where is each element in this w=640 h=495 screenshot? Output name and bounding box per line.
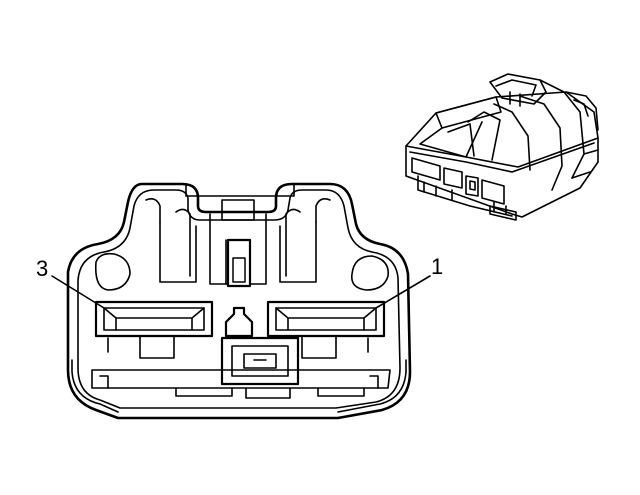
center-lock bbox=[224, 306, 254, 338]
callout-1-leader bbox=[375, 275, 431, 309]
connector-isometric-view bbox=[405, 73, 599, 221]
latch-tab bbox=[232, 257, 246, 283]
connector-face-view bbox=[66, 182, 412, 420]
callout-label-1: 1 bbox=[431, 254, 443, 279]
terminal-cavity-1 bbox=[266, 300, 386, 338]
callout-label-3: 3 bbox=[36, 256, 48, 281]
callout-3-leader bbox=[51, 275, 105, 309]
terminal-cavity-3 bbox=[94, 300, 214, 338]
